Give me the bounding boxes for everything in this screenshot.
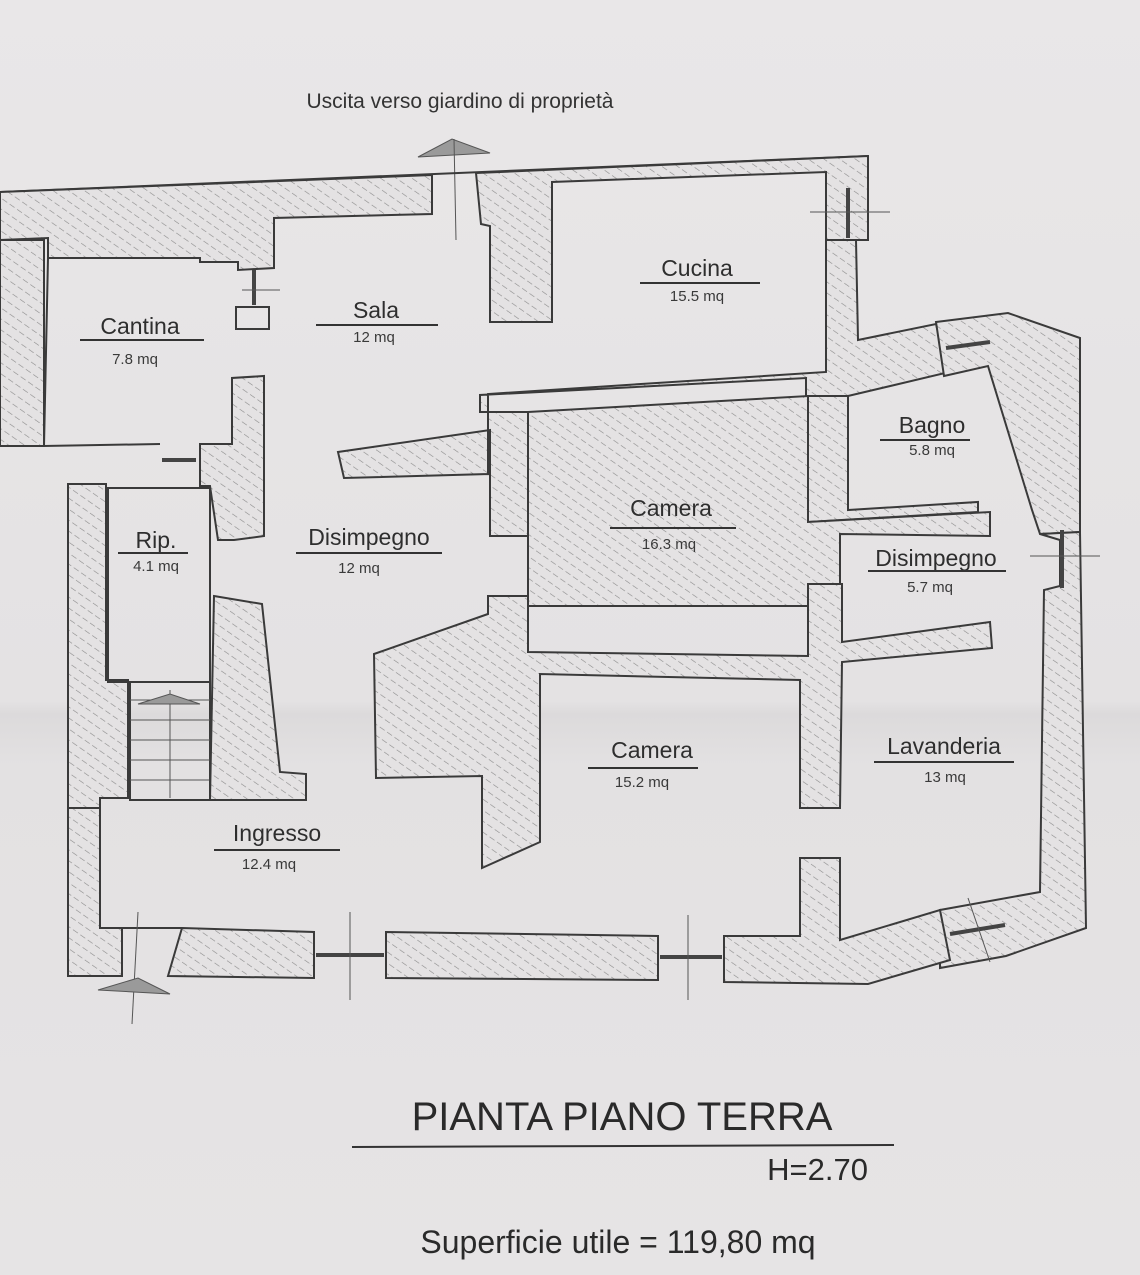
- svg-text:Rip.: Rip.: [136, 527, 177, 553]
- svg-text:13 mq: 13 mq: [924, 769, 966, 786]
- svg-text:12 mq: 12 mq: [338, 560, 380, 577]
- room-sala: Sala 12 mq: [316, 297, 438, 346]
- wall-central: [372, 394, 994, 870]
- svg-text:Disimpegno: Disimpegno: [875, 545, 996, 571]
- entrance-arrow-icon: [97, 977, 171, 995]
- svg-text:Camera: Camera: [611, 737, 693, 763]
- exit-arrow-icon: [417, 138, 491, 241]
- svg-text:15.2 mq: 15.2 mq: [615, 774, 669, 791]
- svg-text:4.1 mq: 4.1 mq: [133, 558, 179, 575]
- svg-text:Ingresso: Ingresso: [233, 820, 321, 846]
- svg-text:Disimpegno: Disimpegno: [308, 524, 429, 550]
- svg-text:Bagno: Bagno: [899, 412, 966, 438]
- wall-north: [0, 154, 869, 323]
- title-block: PIANTA PIANO TERRA H=2.70 Superficie uti…: [351, 1095, 895, 1260]
- svg-text:Cantina: Cantina: [100, 313, 179, 339]
- usable-surface: Superficie utile = 119,80 mq: [420, 1224, 815, 1260]
- svg-text:Sala: Sala: [353, 297, 399, 323]
- stair-arrow-icon: [137, 693, 201, 705]
- room-cucina: Cucina 15.5 mq: [640, 255, 760, 305]
- svg-text:15.5 mq: 15.5 mq: [670, 288, 724, 305]
- svg-text:12.4 mq: 12.4 mq: [242, 856, 296, 873]
- wall-south: [67, 807, 952, 1025]
- room-bagno: Bagno 5.8 mq: [880, 412, 970, 459]
- window-cucina: [810, 188, 890, 238]
- svg-text:5.8 mq: 5.8 mq: [909, 442, 955, 459]
- room-camera-1: Camera 16.3 mq: [610, 495, 736, 553]
- svg-text:5.7 mq: 5.7 mq: [907, 579, 953, 596]
- room-rip: Rip. 4.1 mq: [118, 527, 188, 575]
- plan-title: PIANTA PIANO TERRA: [412, 1095, 833, 1139]
- svg-text:Lavanderia: Lavanderia: [887, 733, 1001, 759]
- room-lavanderia: Lavanderia 13 mq: [874, 733, 1014, 786]
- wall-rip: [67, 458, 307, 809]
- room-camera-2: Camera 15.2 mq: [588, 737, 698, 791]
- window-cantina: [242, 270, 280, 305]
- stair: [129, 681, 211, 801]
- svg-text:16.3 mq: 16.3 mq: [642, 536, 696, 553]
- svg-text:7.8 mq: 7.8 mq: [112, 351, 158, 368]
- exit-label: Uscita verso giardino di proprietà: [307, 90, 614, 113]
- room-disimpegno-main: Disimpegno 12 mq: [296, 524, 442, 577]
- ceiling-height: H=2.70: [767, 1152, 868, 1187]
- room-ingresso: Ingresso 12.4 mq: [214, 820, 340, 873]
- room-disimpegno-east: Disimpegno 5.7 mq: [868, 545, 1006, 596]
- svg-text:Cucina: Cucina: [661, 255, 733, 281]
- svg-text:12 mq: 12 mq: [353, 329, 395, 346]
- wall-cantina: [0, 239, 270, 541]
- room-cantina: Cantina 7.8 mq: [80, 313, 204, 368]
- svg-text:Camera: Camera: [630, 495, 712, 521]
